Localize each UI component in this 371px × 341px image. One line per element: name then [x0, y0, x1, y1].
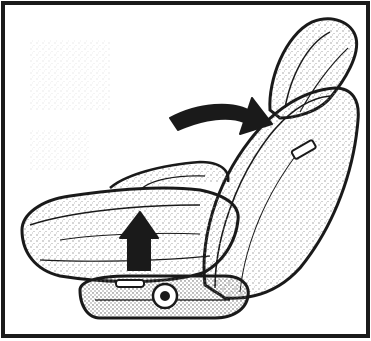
- seat-base: [80, 276, 248, 318]
- side-knob-center: [160, 291, 170, 301]
- recline-lever: [116, 280, 144, 287]
